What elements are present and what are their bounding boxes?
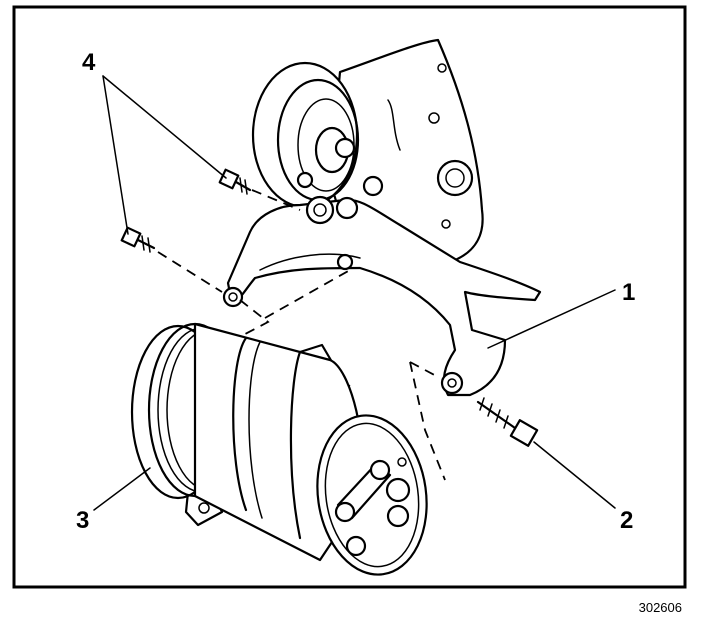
callout-2: 2 (620, 507, 633, 534)
compressor-bolt (476, 397, 539, 447)
leader-lines (93, 75, 616, 511)
figure-id: 302606 (639, 600, 682, 615)
callout-3: 3 (76, 507, 89, 534)
callout-1: 1 (622, 279, 635, 306)
callout-4: 4 (82, 49, 96, 76)
crankshaft-pulley (251, 61, 384, 209)
bracket-bolt-lower (120, 226, 156, 253)
ac-compressor (130, 322, 428, 576)
bracket-bolt-upper (218, 168, 252, 195)
diagram-frame (12, 5, 687, 589)
compressor-bracket (222, 195, 542, 397)
